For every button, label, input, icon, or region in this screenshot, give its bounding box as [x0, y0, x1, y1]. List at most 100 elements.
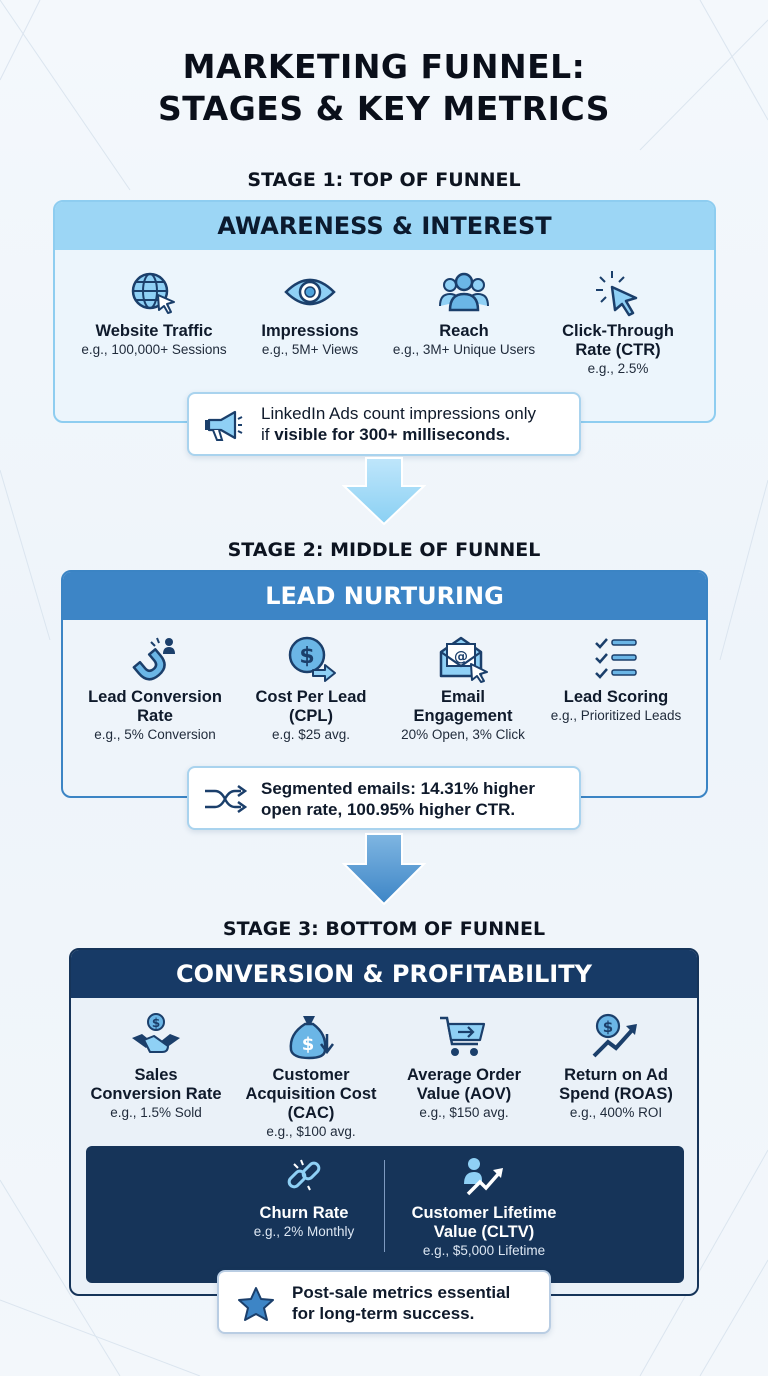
svg-text:$: $	[299, 644, 314, 669]
metric-ctr: Click-Through Rate (CTR) e.g., 2.5%	[538, 268, 698, 378]
svg-text:$: $	[302, 1034, 315, 1055]
metric-value: e.g., 2.5%	[587, 361, 649, 376]
megaphone-icon	[205, 410, 243, 441]
metric-name-line-2: Rate (CTR)	[575, 341, 661, 359]
svg-text:$: $	[152, 1016, 160, 1030]
metric-name-line-1: Cost Per Lead	[255, 688, 367, 706]
metric-value: e.g., Prioritized Leads	[550, 708, 682, 723]
title-line-2: STAGES & KEY METRICS	[157, 89, 611, 128]
down-arrow-1	[342, 457, 426, 526]
callout-line-1: Post-sale metrics essential	[292, 1283, 511, 1302]
money-bag-icon: $	[289, 1016, 334, 1060]
svg-text:@: @	[454, 649, 468, 665]
shuffle-icon	[205, 784, 247, 814]
stage-1-label: STAGE 1: TOP OF FUNNEL	[247, 169, 521, 191]
metric-value: e.g., 2% Monthly	[253, 1224, 355, 1239]
dollar-arrow-icon: $	[288, 636, 336, 682]
retention-panel: Churn Rate e.g., 2% Monthly Customer Lif…	[86, 1146, 684, 1283]
metric-aov: Average Order Value (AOV) e.g., $150 avg…	[384, 1012, 544, 1122]
metric-value: e.g., 3M+ Unique Users	[392, 342, 536, 357]
panel-divider	[384, 1160, 385, 1252]
metric-name-line-2: Value (CLTV)	[433, 1223, 535, 1241]
metric-value: e.g., 5% Conversion	[94, 727, 216, 742]
stage-3-box: CONVERSION & PROFITABILITY $ Sales Conve…	[69, 948, 699, 1296]
metric-value: 20% Open, 3% Click	[401, 727, 525, 742]
dollar-growth-icon: $	[592, 1013, 637, 1058]
metric-name: Lead Scoring	[563, 688, 669, 706]
metric-name-line-1: Customer	[272, 1066, 350, 1084]
metric-roas: $ Return on Ad Spend (ROAS) e.g., 400% R…	[536, 1012, 696, 1122]
title-line-1: MARKETING FUNNEL:	[182, 47, 586, 86]
callout-text: LinkedIn Ads count impressions only if v…	[261, 403, 536, 445]
metric-lead-conversion-rate: Lead Conversion Rate e.g., 5% Conversion	[75, 634, 235, 744]
metric-value: e.g., $100 avg.	[266, 1124, 356, 1139]
metric-impressions: Impressions e.g., 5M+ Views	[230, 268, 390, 359]
metric-churn-rate: Churn Rate e.g., 2% Monthly	[224, 1156, 384, 1241]
metric-reach: Reach e.g., 3M+ Unique Users	[384, 268, 544, 359]
metric-name-line-2: Rate	[137, 707, 173, 725]
stage-2-header: LEAD NURTURING	[63, 572, 706, 620]
broken-link-icon	[287, 1159, 321, 1191]
stage-1-callout: LinkedIn Ads count impressions only if v…	[187, 392, 581, 456]
cursor-click-icon	[596, 271, 638, 317]
checklist-icon	[595, 638, 637, 679]
metric-name-line-2: Engagement	[413, 707, 513, 725]
email-cursor-icon: @	[439, 636, 488, 683]
metric-lead-scoring: Lead Scoring e.g., Prioritized Leads	[536, 634, 696, 725]
metric-name-line-1: Average Order	[406, 1066, 522, 1084]
magnet-icon	[132, 637, 175, 681]
metric-name-line-1: Lead Conversion	[88, 688, 222, 706]
stage-3-label: STAGE 3: BOTTOM OF FUNNEL	[222, 918, 546, 940]
metric-name: Reach	[439, 322, 489, 340]
metric-name-line-1: Sales	[134, 1066, 178, 1084]
metric-name-line-2: Spend (ROAS)	[559, 1085, 673, 1103]
metric-name-line-1: Customer Lifetime	[411, 1204, 557, 1222]
metric-cac: $ Customer Acquisition Cost (CAC) e.g., …	[231, 1012, 391, 1141]
metric-name-line-2: Conversion Rate	[90, 1085, 222, 1103]
metric-value: e.g., 1.5% Sold	[110, 1105, 202, 1120]
stage-1-box: AWARENESS & INTEREST Website Traffic e.g…	[53, 200, 716, 423]
callout-text: Post-sale metrics essential for long-ter…	[292, 1282, 510, 1324]
star-icon	[238, 1287, 274, 1321]
metric-name-line-1: Email	[440, 688, 486, 706]
metric-value: e.g., $5,000 Lifetime	[422, 1243, 546, 1258]
metric-name-line-2: Value (AOV)	[416, 1085, 512, 1103]
person-growth-icon	[464, 1158, 503, 1196]
callout-line-2: open rate, 100.95% higher CTR.	[261, 800, 516, 819]
metric-sales-conversion-rate: $ Sales Conversion Rate e.g., 1.5% Sold	[76, 1012, 236, 1122]
metric-name: Website Traffic	[95, 322, 213, 340]
callout-line-1: LinkedIn Ads count impressions only	[261, 404, 536, 423]
callout-line-2: for long-term success.	[292, 1304, 475, 1323]
handshake-dollar-icon: $	[132, 1013, 180, 1053]
down-arrow-2	[342, 833, 426, 906]
metric-value: e.g., 100,000+ Sessions	[81, 342, 227, 357]
shopping-cart-icon	[440, 1016, 486, 1056]
page-title: MARKETING FUNNEL: STAGES & KEY METRICS	[0, 46, 768, 130]
metric-name-line-2: (CPL)	[289, 707, 333, 725]
metric-value: e.g., 400% ROI	[569, 1105, 663, 1120]
metric-name-line-3: (CAC)	[287, 1104, 335, 1122]
callout-line-2-bold: visible for 300+ milliseconds.	[274, 425, 510, 444]
metric-value: e.g., $150 avg.	[419, 1105, 509, 1120]
metric-name-line-1: Return on Ad	[564, 1066, 668, 1084]
metric-cltv: Customer Lifetime Value (CLTV) e.g., $5,…	[389, 1156, 579, 1260]
metric-name-line-2: Acquisition Cost	[245, 1085, 377, 1103]
callout-text: Segmented emails: 14.31% higher open rat…	[261, 778, 535, 820]
callout-line-2-prefix: if	[261, 425, 275, 444]
callout-line-1: Segmented emails: 14.31% higher	[261, 779, 535, 798]
metric-email-engagement: @ Email Engagement 20% Open, 3% Click	[383, 634, 543, 744]
stage-2-callout: Segmented emails: 14.31% higher open rat…	[187, 766, 581, 830]
stage-2-box: LEAD NURTURING Lead Conversion Rate e.g.…	[61, 570, 708, 798]
metric-name: Churn Rate	[259, 1204, 349, 1222]
callout-line-2: if visible for 300+ milliseconds.	[261, 424, 536, 445]
metric-name: Impressions	[261, 322, 359, 340]
metric-cost-per-lead: $ Cost Per Lead (CPL) e.g. $25 avg.	[231, 634, 391, 744]
eye-icon	[284, 278, 336, 306]
people-group-icon	[439, 272, 489, 312]
stage-3-callout: Post-sale metrics essential for long-ter…	[217, 1270, 551, 1334]
globe-cursor-icon	[131, 272, 175, 314]
metric-website-traffic: Website Traffic e.g., 100,000+ Sessions	[74, 268, 234, 359]
svg-text:$: $	[603, 1018, 613, 1036]
stage-2-label: STAGE 2: MIDDLE OF FUNNEL	[227, 539, 541, 561]
stage-3-header: CONVERSION & PROFITABILITY	[71, 950, 697, 998]
